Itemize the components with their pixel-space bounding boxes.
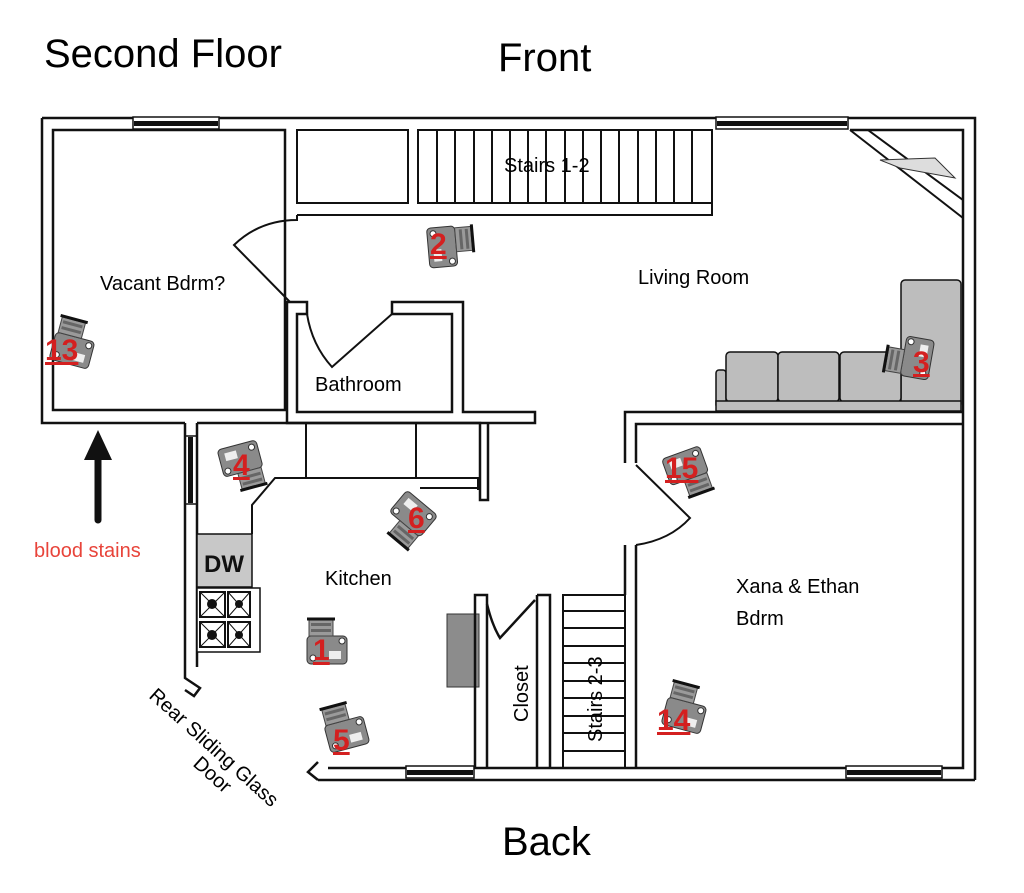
master-bedroom-door[interactable] bbox=[635, 464, 692, 546]
back-label: Back bbox=[502, 820, 591, 864]
window-top-left bbox=[132, 116, 220, 130]
window-bottom-middle bbox=[405, 765, 475, 779]
front-label: Front bbox=[498, 36, 592, 80]
bathroom-door[interactable] bbox=[306, 313, 393, 369]
dishwasher-label: DW bbox=[204, 551, 244, 578]
blood-stains-arrow-icon bbox=[84, 430, 112, 524]
window-bottom-right bbox=[845, 765, 943, 779]
stairs-2-3-label: Stairs 2-3 bbox=[585, 656, 607, 742]
closet-top bbox=[296, 129, 409, 204]
vacant-bedroom-door[interactable] bbox=[232, 215, 298, 303]
camera-marker-2-label[interactable]: 2 bbox=[430, 228, 447, 261]
blood-stains-label: blood stains bbox=[34, 540, 141, 562]
master-bedroom-walls bbox=[623, 410, 963, 768]
rear-door-frame bbox=[306, 761, 319, 781]
tv-corner bbox=[849, 129, 964, 219]
vacant-bedroom-label: Vacant Bdrm? bbox=[100, 273, 225, 295]
master-bedroom-label-line2: Bdrm bbox=[736, 608, 784, 630]
kitchen-label: Kitchen bbox=[325, 568, 392, 590]
stove bbox=[196, 587, 261, 653]
refrigerator bbox=[446, 613, 480, 688]
camera-marker-1-label[interactable]: 1 bbox=[313, 634, 330, 667]
living-room-label: Living Room bbox=[638, 267, 749, 289]
closet-label: Closet bbox=[511, 665, 533, 722]
outer-walls bbox=[40, 116, 977, 782]
stairs-2-3 bbox=[562, 594, 626, 769]
camera-marker-15-label[interactable]: 15 bbox=[665, 452, 698, 485]
floor-title: Second Floor bbox=[44, 32, 282, 76]
rear-door-label-line1: Rear Sliding Glass bbox=[145, 684, 283, 811]
camera-marker-5-label[interactable]: 5 bbox=[333, 724, 350, 757]
dishwasher: DW bbox=[196, 533, 253, 588]
camera-marker-4-label[interactable]: 4 bbox=[233, 449, 250, 482]
camera-marker-6-label[interactable]: 6 bbox=[408, 502, 425, 535]
bathroom-label: Bathroom bbox=[315, 374, 402, 396]
sectional-sofa bbox=[715, 279, 962, 412]
camera-marker-3-label[interactable]: 3 bbox=[913, 346, 930, 379]
window-top-right bbox=[715, 116, 849, 130]
stairs-1-2-label: Stairs 1-2 bbox=[504, 155, 590, 177]
window-kitchen-side bbox=[184, 435, 198, 505]
bathroom-walls bbox=[285, 300, 537, 425]
master-bedroom-label-line1: Xana & Ethan bbox=[736, 576, 859, 598]
camera-marker-14-label[interactable]: 14 bbox=[657, 704, 691, 737]
stairs-1-2 bbox=[297, 129, 713, 216]
camera-marker-13-label[interactable]: 13 bbox=[45, 334, 78, 367]
closet-walls bbox=[473, 593, 552, 768]
